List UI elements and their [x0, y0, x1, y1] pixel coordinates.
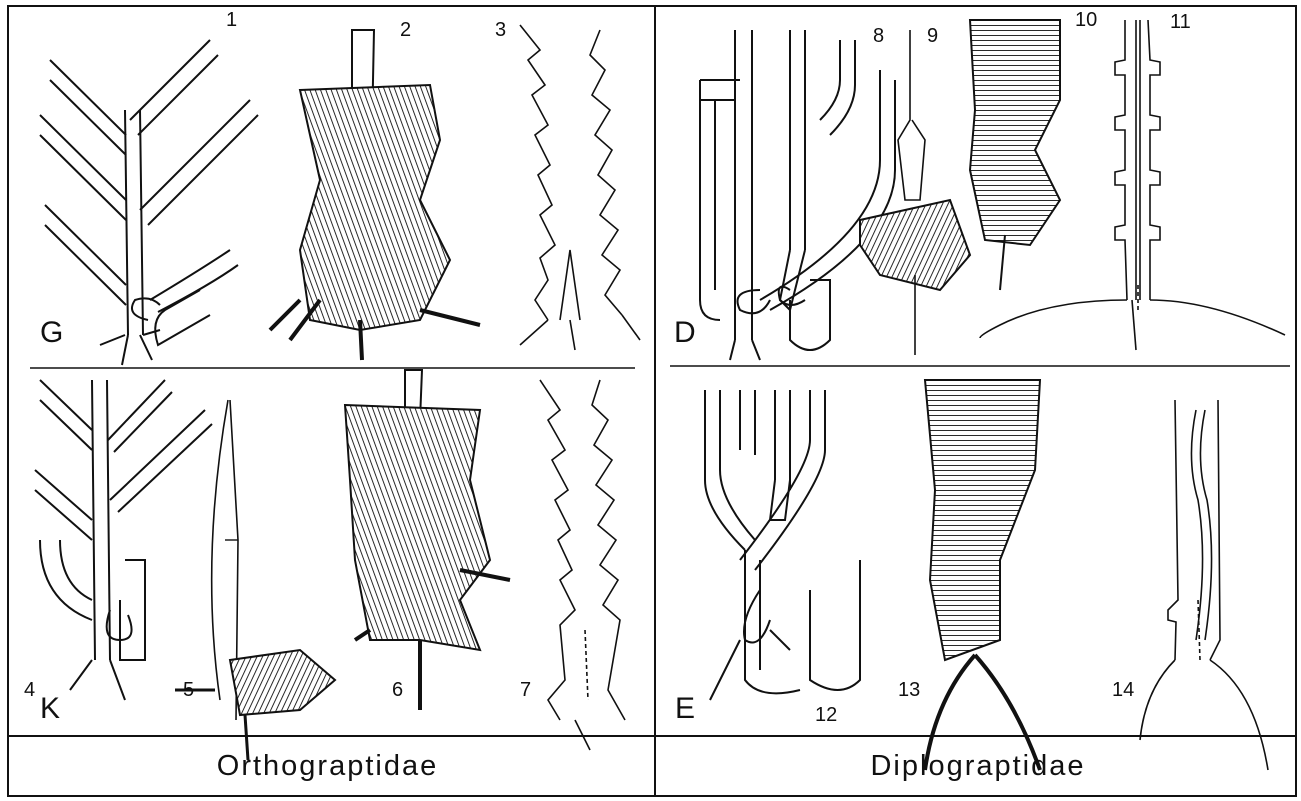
figure-label-5: 5 — [183, 680, 194, 700]
figure-label-10: 10 — [1075, 10, 1097, 30]
figure-label-2: 2 — [400, 20, 411, 40]
figure-label-14: 14 — [1112, 680, 1134, 700]
figure-3-rhabdosome-outline — [520, 25, 640, 350]
figure-label-8: 8 — [873, 26, 884, 46]
figure-7-rhabdosome-outline — [540, 380, 625, 750]
figure-12-colony-diagram — [705, 390, 860, 700]
figure-9-sicula-drawing — [860, 30, 970, 355]
figure-label-4: 4 — [24, 680, 35, 700]
figure-1-colony-diagram — [40, 40, 258, 365]
figure-13-fusellar-drawing — [925, 380, 1040, 770]
figure-label-9: 9 — [927, 26, 938, 46]
panel-letter-d: D — [674, 318, 696, 348]
figure-10-fusellar-drawing — [970, 20, 1060, 290]
figure-label-12: 12 — [815, 705, 837, 725]
figure-14-rhabdosome-outline — [1140, 400, 1268, 770]
family-label-diplograptidae: Diplograptidae — [655, 752, 1301, 781]
figure-label-1: 1 — [226, 10, 237, 30]
panel-letter-k: K — [40, 694, 60, 724]
family-label-orthograptidae: Orthograptidae — [0, 752, 655, 781]
figure-label-3: 3 — [495, 20, 506, 40]
figure-2-fusellar-drawing — [270, 30, 480, 360]
figure-4-colony-diagram — [35, 380, 212, 700]
figure-6-fusellar-drawing — [345, 370, 510, 710]
panel-letter-e: E — [675, 694, 695, 724]
figure-label-11: 11 — [1170, 12, 1191, 32]
plate-frame — [8, 6, 1296, 796]
figure-5-sicula-drawing — [175, 400, 335, 760]
figure-label-13: 13 — [898, 680, 920, 700]
panel-letter-g: G — [40, 318, 63, 348]
figure-8-colony-diagram — [700, 30, 895, 360]
figure-label-6: 6 — [392, 680, 403, 700]
figure-label-7: 7 — [520, 680, 531, 700]
